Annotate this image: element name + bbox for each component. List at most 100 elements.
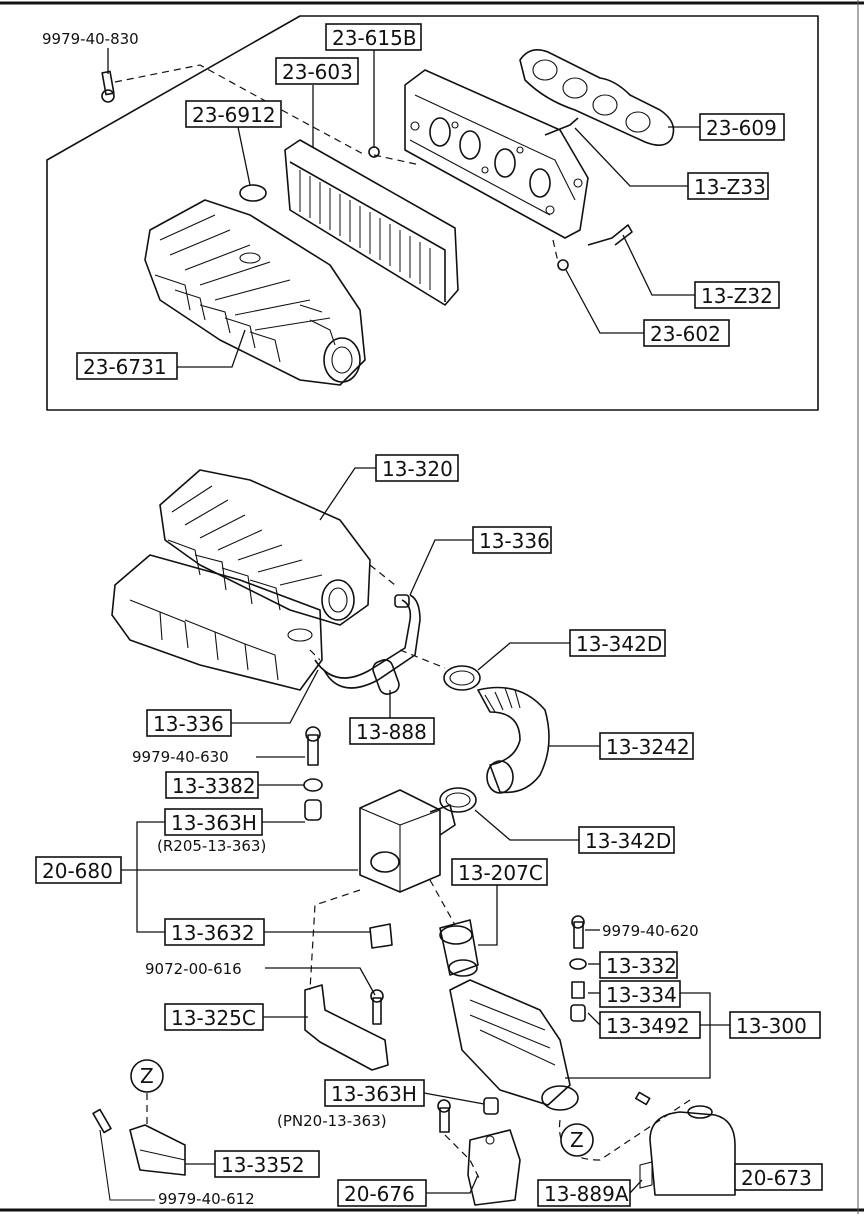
washer-13-332 [569,958,587,970]
callout-z-right: Z [570,1128,584,1152]
callout-box-23-6912 [185,100,282,128]
callout-z-left: Z [140,1064,154,1088]
callout-box-13-342D-bottom [578,826,675,854]
cap-23-6912 [239,184,267,202]
callout-13-363H-top: 13-363H [171,811,257,835]
callout-13-888: 13-888 [356,720,427,744]
insulator-13-363H-bottom [483,1097,499,1115]
callout-20-673: 20-673 [741,1166,812,1190]
callout-20-680: 20-680 [42,859,113,883]
engine-intake-assembly [92,469,736,1206]
insulator-13-3492 [570,1004,586,1022]
callout-13-3632: 13-3632 [171,921,255,945]
resonator-20-680 [359,789,441,893]
callout-box-23-602 [643,319,730,347]
callout-13-Z32: 13-Z32 [701,284,773,308]
callout-box-20-676 [337,1179,427,1207]
callout-9979-40-830: 9979-40-830 [42,30,139,48]
stud-13-Z33 [544,117,579,136]
bracket-13-325C [304,984,389,1071]
callout-23-602: 23-602 [650,322,721,346]
reservoir-20-673 [649,1111,736,1196]
callout-box-20-680 [35,856,122,884]
grommet-13-888 [372,659,400,695]
callout-13-332: 13-332 [606,954,677,978]
z-marker-right [560,1123,594,1157]
bolt-9979-40-612 [92,1108,112,1134]
callout-box-13-300 [729,1011,821,1039]
upper-cover [404,69,589,239]
air-cleaner-assembly [101,49,675,386]
callout-box-13-334 [599,980,681,1008]
callout-13-363H-bottom: 13-363H [331,1082,417,1106]
bracket-13-3352 [129,1124,186,1176]
clamp-13-342D-bottom [439,787,477,813]
z-marker-left [130,1059,164,1093]
clamp-13-342D-top [443,665,481,691]
callout-13-325C: 13-325C [171,1006,256,1030]
callout-13-3242: 13-3242 [606,735,690,759]
callout-pn20: (PN20-13-363) [277,1112,387,1130]
callout-box-13-3632 [164,918,265,946]
callout-box-23-615B [325,23,422,51]
callout-box-20-673 [734,1163,823,1191]
hose-fitting-13-336 [394,594,410,608]
callout-13-Z33: 13-Z33 [694,175,766,199]
callout-13-889A: 13-889A [544,1182,629,1206]
callout-13-336-top: 13-336 [479,529,550,553]
connector-13-207C [439,919,479,976]
callout-13-3382: 13-3382 [172,774,256,798]
callout-box-13-342D-top [569,629,666,657]
callout-box-13-325C [164,1003,264,1031]
callout-box-13-Z32 [694,281,780,309]
callout-13-342D-bottom: 13-342D [585,829,671,853]
callout-box-13-363H-bottom [324,1079,425,1107]
bolt-9979-40-620 [573,921,584,949]
filter-element [284,139,459,306]
callout-9979-40-630: 9979-40-630 [132,748,229,766]
callout-box-13-3382 [165,771,259,799]
callout-box-23-6731 [76,352,178,380]
callout-box-13-336-top [472,526,552,554]
callout-box-13-336-left [146,709,232,737]
callout-23-615B: 23-615B [332,26,417,50]
bolt-9979-40-630 [307,734,319,766]
nut-23-602 [557,259,569,271]
duct-13-3242 [477,686,550,794]
leader-lines [107,48,736,1194]
callout-box-13-207C [451,858,548,886]
callout-box-13-888 [349,717,435,745]
callout-box-13-3492 [599,1011,701,1039]
callout-box-13-3352 [214,1150,320,1178]
bolt-9979-40-830 [101,70,115,96]
callout-box-13-889A [537,1179,631,1207]
callout-13-3492: 13-3492 [606,1014,690,1038]
callout-box-13-320 [375,454,459,482]
callout-23-603: 23-603 [282,60,353,84]
callout-box-13-332 [599,951,678,979]
callout-23-609: 23-609 [706,116,777,140]
callout-box-13-363H-top [164,808,263,836]
callout-20-676: 20-676 [344,1182,415,1206]
callout-9979-40-612: 9979-40-612 [158,1190,255,1208]
callout-box-13-Z33 [687,172,769,200]
callout-13-334: 13-334 [606,983,677,1007]
bolt-9072-00-616 [372,997,382,1025]
gasket [519,49,675,146]
callout-box-23-603 [275,57,359,85]
bracket-20-676 [467,1129,521,1206]
air-cleaner-body [449,979,571,1106]
callout-13-300: 13-300 [736,1014,807,1038]
callout-r205: (R205-13-363) [157,837,266,855]
callout-9072-00-616: 9072-00-616 [145,960,242,978]
stud-13-Z32 [587,224,633,246]
callout-13-3352: 13-3352 [221,1153,305,1177]
callout-13-336-left: 13-336 [153,712,224,736]
collar-13-334 [571,981,585,999]
callout-23-6731: 23-6731 [83,355,167,379]
callout-13-342D-top: 13-342D [576,632,662,656]
callout-9979-40-620: 9979-40-620 [602,922,699,940]
washer-13-3382 [303,778,323,792]
insulator-13-363H-top [304,799,322,821]
